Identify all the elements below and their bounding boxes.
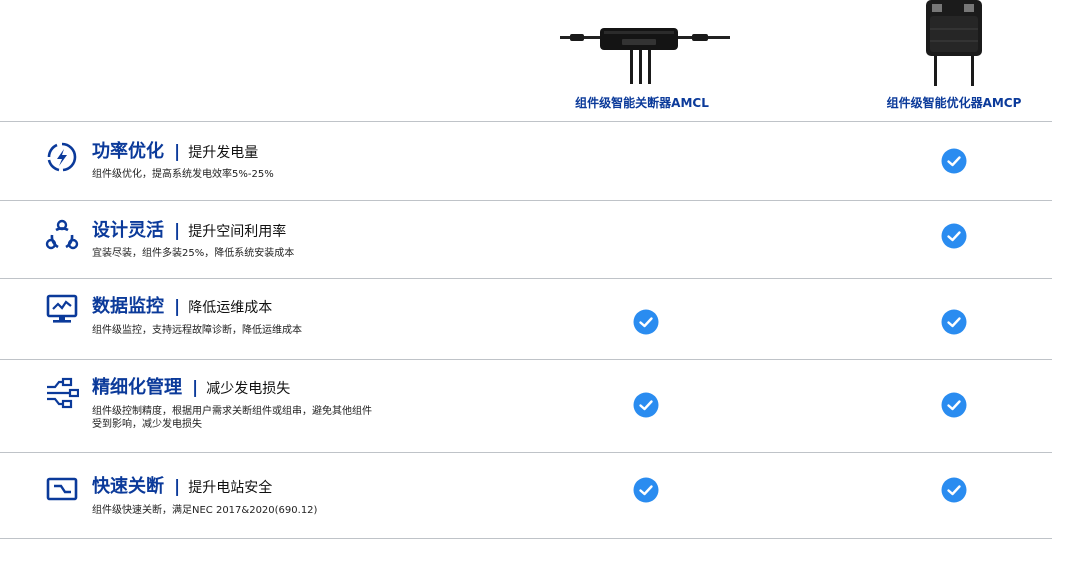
divider — [0, 359, 1052, 360]
feature-separator: | — [174, 297, 181, 317]
feature-description: 组件级控制精度，根据用户需求关断组件或组串，避免其他组件 受到影响，减少发电损失 — [92, 405, 472, 431]
amcl-product-name: 组件级智能关断器AMCL — [575, 96, 709, 110]
feature-row-fine-management: 精细化管理 | 减少发电损失 组件级控制精度，根据用户需求关断组件或组串，避免其他组… — [0, 360, 1080, 452]
feature-title: 数据监控 | 降低运维成本 — [92, 295, 272, 320]
divider — [0, 200, 1052, 201]
feature-subtitle: 提升电站安全 — [188, 480, 273, 496]
feature-separator: | — [174, 221, 181, 241]
feature-row-flexible-design: 设计灵活 | 提升空间利用率 宜装尽装，组件多装25%，降低系统安装成本 — [0, 201, 1080, 278]
feature-separator: | — [174, 477, 181, 497]
check-icon — [941, 148, 967, 174]
check-icon — [633, 477, 659, 503]
feature-subtitle: 降低运维成本 — [188, 300, 273, 316]
feature-separator: | — [174, 142, 181, 162]
feature-title: 功率优化 | 提升发电量 — [92, 140, 258, 165]
feature-description-line: 组件级控制精度，根据用户需求关断组件或组串，避免其他组件 — [92, 406, 372, 417]
feature-title-text: 设计灵活 — [92, 220, 164, 241]
feature-description-line: 组件级优化，提高系统发电效率5%-25% — [92, 169, 274, 180]
feature-description-line: 组件级监控，支持远程故障诊断，降低运维成本 — [92, 325, 302, 336]
feature-subtitle: 提升空间利用率 — [188, 224, 287, 240]
shutdown-screen-icon — [45, 473, 79, 507]
feature-description: 组件级快速关断，满足NEC 2017&2020(690.12) — [92, 504, 472, 517]
amcl-product-image — [542, 0, 742, 92]
feature-title-text: 快速关断 — [92, 476, 164, 497]
feature-row-power-optimization: 功率优化 | 提升发电量 组件级优化，提高系统发电效率5%-25% — [0, 122, 1080, 200]
feature-title-text: 精细化管理 — [92, 377, 182, 398]
feature-description-line: 宜装尽装，组件多装25%，降低系统安装成本 — [92, 248, 295, 259]
comparison-header: 组件级智能关断器AMCL 组件级智能优化器AMCP — [0, 0, 1080, 122]
feature-title: 设计灵活 | 提升空间利用率 — [92, 219, 286, 244]
feature-title: 精细化管理 | 减少发电损失 — [92, 376, 290, 401]
power-lightning-icon — [45, 140, 79, 174]
feature-title-text: 数据监控 — [92, 296, 164, 317]
feature-title: 快速关断 | 提升电站安全 — [92, 475, 272, 500]
feature-description-line: 受到影响，减少发电损失 — [92, 419, 202, 430]
divider — [0, 278, 1052, 279]
feature-subtitle: 提升发电量 — [188, 145, 259, 161]
feature-description-line: 组件级快速关断，满足NEC 2017&2020(690.12) — [92, 505, 318, 516]
amcp-product-name: 组件级智能优化器AMCP — [886, 96, 1022, 110]
management-nodes-icon — [45, 376, 80, 410]
feature-separator: | — [192, 378, 199, 398]
check-icon — [941, 392, 967, 418]
check-icon — [941, 309, 967, 335]
monitor-chart-icon — [45, 293, 79, 327]
feature-row-rapid-shutdown: 快速关断 | 提升电站安全 组件级快速关断，满足NEC 2017&2020(690.… — [0, 453, 1080, 538]
feature-title-text: 功率优化 — [92, 141, 164, 162]
feature-description: 组件级监控，支持远程故障诊断，降低运维成本 — [92, 324, 472, 337]
feature-subtitle: 减少发电损失 — [206, 381, 291, 397]
divider — [0, 452, 1052, 453]
feature-row-data-monitoring: 数据监控 | 降低运维成本 组件级监控，支持远程故障诊断，降低运维成本 — [0, 279, 1080, 359]
product-amcp: 组件级智能优化器AMCP — [854, 0, 1054, 110]
feature-description: 宜装尽装，组件多装25%，降低系统安装成本 — [92, 247, 472, 260]
divider — [0, 121, 1052, 122]
check-icon — [941, 477, 967, 503]
check-icon — [633, 392, 659, 418]
product-amcl: 组件级智能关断器AMCL — [542, 0, 742, 110]
check-icon — [941, 223, 967, 249]
feature-description: 组件级优化，提高系统发电效率5%-25% — [92, 168, 472, 181]
network-triangle-icon — [45, 219, 79, 253]
check-icon — [633, 309, 659, 335]
amcp-product-image — [854, 0, 1054, 92]
divider — [0, 538, 1052, 539]
